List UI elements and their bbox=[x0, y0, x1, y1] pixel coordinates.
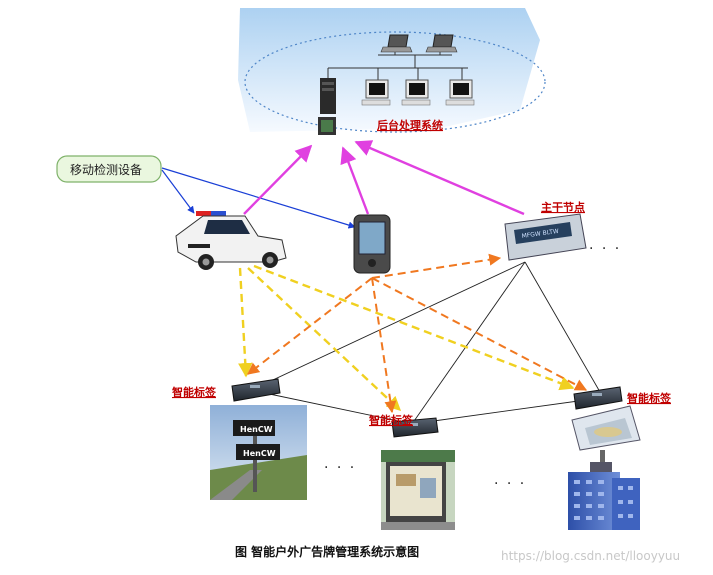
pda-icon bbox=[353, 214, 391, 274]
sky-background bbox=[238, 8, 540, 132]
mobile-device-label: 移动检测设备 bbox=[70, 162, 142, 177]
tag-label-left: 智能标签 bbox=[172, 385, 217, 399]
roadside-billboard-image: HenCW HenCW bbox=[210, 405, 307, 500]
connections bbox=[161, 140, 601, 425]
desktop-icon bbox=[361, 79, 391, 106]
billboard-sign-bottom: HenCW bbox=[243, 449, 276, 458]
tag-label-center: 智能标签 bbox=[369, 413, 414, 427]
main-node-device: MFGW BLTW bbox=[504, 213, 587, 261]
ellipsis-left: · · · bbox=[324, 460, 356, 476]
police-car-icon bbox=[175, 211, 287, 270]
network-ellipse bbox=[244, 31, 546, 133]
backend-network bbox=[238, 8, 546, 135]
backend-label: 后台处理系统 bbox=[377, 118, 443, 132]
blue-link-to-pda bbox=[161, 167, 356, 229]
building-windows bbox=[574, 480, 633, 520]
tag-label-right: 智能标签 bbox=[627, 391, 672, 405]
smart-tag-icon bbox=[391, 417, 439, 438]
ellipsis-center: · · · bbox=[494, 476, 526, 492]
smart-tag-icon bbox=[231, 378, 281, 402]
uplinks bbox=[243, 140, 525, 216]
bus-stop-billboard-image bbox=[381, 450, 455, 530]
blue-link-to-car bbox=[161, 169, 195, 214]
main-node-label: 主干节点 bbox=[541, 200, 585, 214]
smart-tag-icon bbox=[573, 386, 623, 410]
laptop-icon bbox=[380, 34, 413, 53]
figure-caption: 图 智能户外广告牌管理系统示意图 bbox=[235, 544, 419, 559]
pda-scan-links bbox=[247, 253, 588, 414]
desktop-icon bbox=[445, 79, 475, 106]
mesh-links bbox=[259, 261, 601, 425]
desktop-icon bbox=[401, 79, 431, 106]
server-icon bbox=[318, 78, 336, 135]
billboard-sign-top: HenCW bbox=[240, 425, 273, 434]
watermark: https://blog.csdn.net/llooyyuu bbox=[501, 549, 680, 563]
ellipsis-node: · · · bbox=[589, 241, 621, 257]
building-billboard-image bbox=[568, 405, 641, 530]
car-scan-links bbox=[238, 264, 575, 411]
laptop-icon bbox=[425, 34, 458, 53]
mobile-device-callout: 移动检测设备 bbox=[56, 155, 162, 183]
